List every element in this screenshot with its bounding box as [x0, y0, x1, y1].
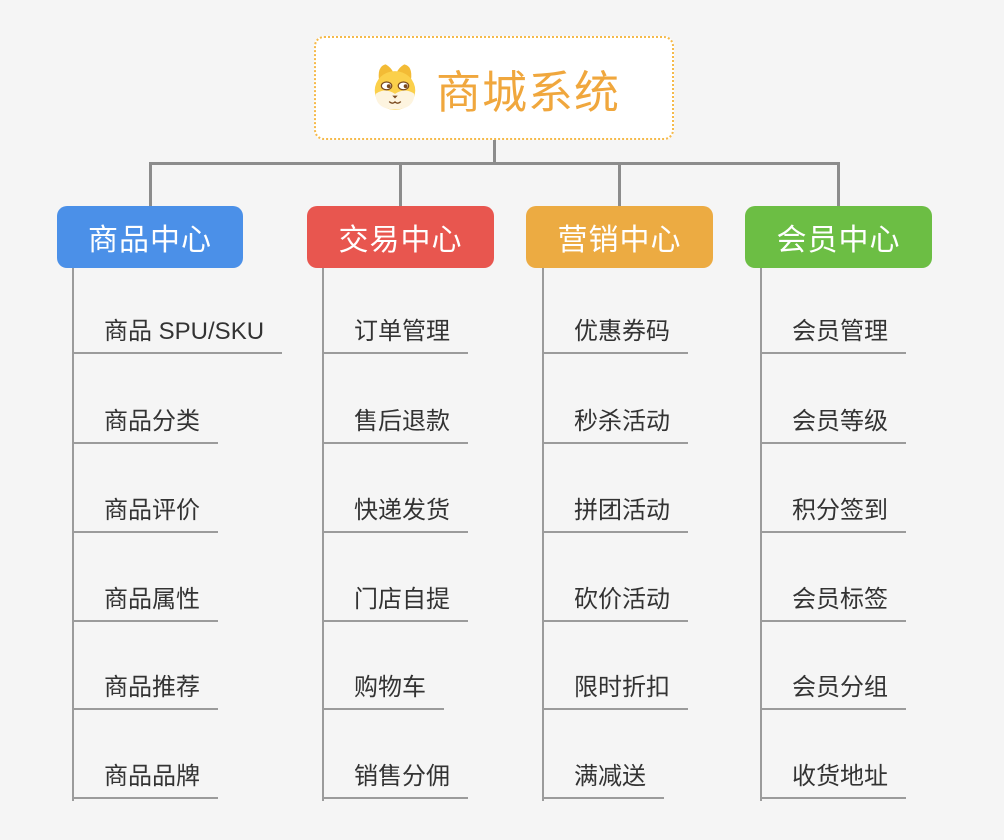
node-item[interactable]: 优惠券码 [542, 318, 688, 354]
drop-line-member [837, 162, 840, 207]
node-item[interactable]: 商品评价 [72, 497, 218, 533]
drop-line-marketing [618, 162, 621, 207]
node-item[interactable]: 满减送 [542, 763, 664, 799]
node-item[interactable]: 会员等级 [760, 408, 906, 444]
node-item[interactable]: 商品 SPU/SKU [72, 318, 283, 354]
branch-marketing-center[interactable]: 营销中心 [526, 206, 713, 268]
root-node[interactable]: 商城系统 [314, 36, 674, 140]
node-item[interactable]: 商品品牌 [72, 763, 218, 799]
root-stem-line [493, 140, 496, 164]
node-item[interactable]: 砍价活动 [542, 586, 688, 622]
node-item[interactable]: 商品分类 [72, 408, 218, 444]
node-item[interactable]: 积分签到 [760, 497, 906, 533]
node-item[interactable]: 销售分佣 [322, 763, 468, 799]
branch-label: 商品中心 [88, 224, 212, 257]
node-item[interactable]: 会员标签 [760, 586, 906, 622]
node-item[interactable]: 快递发货 [322, 497, 468, 533]
branch-label: 交易中心 [338, 224, 463, 257]
node-item[interactable]: 订单管理 [322, 318, 468, 354]
node-item[interactable]: 门店自提 [322, 586, 468, 622]
branch-spine-trade [322, 268, 324, 801]
root-title: 商城系统 [435, 66, 620, 118]
node-item[interactable]: 商品属性 [72, 586, 218, 622]
node-item[interactable]: 会员管理 [760, 318, 906, 354]
dog-face-icon [374, 64, 416, 110]
node-item[interactable]: 会员分组 [760, 674, 906, 710]
branch-product-center[interactable]: 商品中心 [57, 206, 243, 268]
drop-line-product [149, 162, 152, 207]
node-item[interactable]: 商品推荐 [72, 674, 218, 710]
node-item[interactable]: 秒杀活动 [542, 408, 688, 444]
node-item[interactable]: 限时折扣 [542, 674, 688, 710]
branch-label: 会员中心 [776, 224, 901, 257]
branch-spine-marketing [542, 268, 544, 801]
branch-label: 营销中心 [557, 224, 682, 257]
branch-trade-center[interactable]: 交易中心 [307, 206, 494, 268]
drop-line-trade [399, 162, 402, 207]
branch-spine-member [760, 268, 762, 801]
branch-member-center[interactable]: 会员中心 [745, 206, 932, 268]
branch-bus-line [149, 162, 840, 165]
node-item[interactable]: 收货地址 [760, 763, 906, 799]
node-item[interactable]: 购物车 [322, 674, 444, 710]
node-item[interactable]: 拼团活动 [542, 497, 688, 533]
node-item[interactable]: 售后退款 [322, 408, 468, 444]
branch-spine-product [72, 268, 74, 801]
